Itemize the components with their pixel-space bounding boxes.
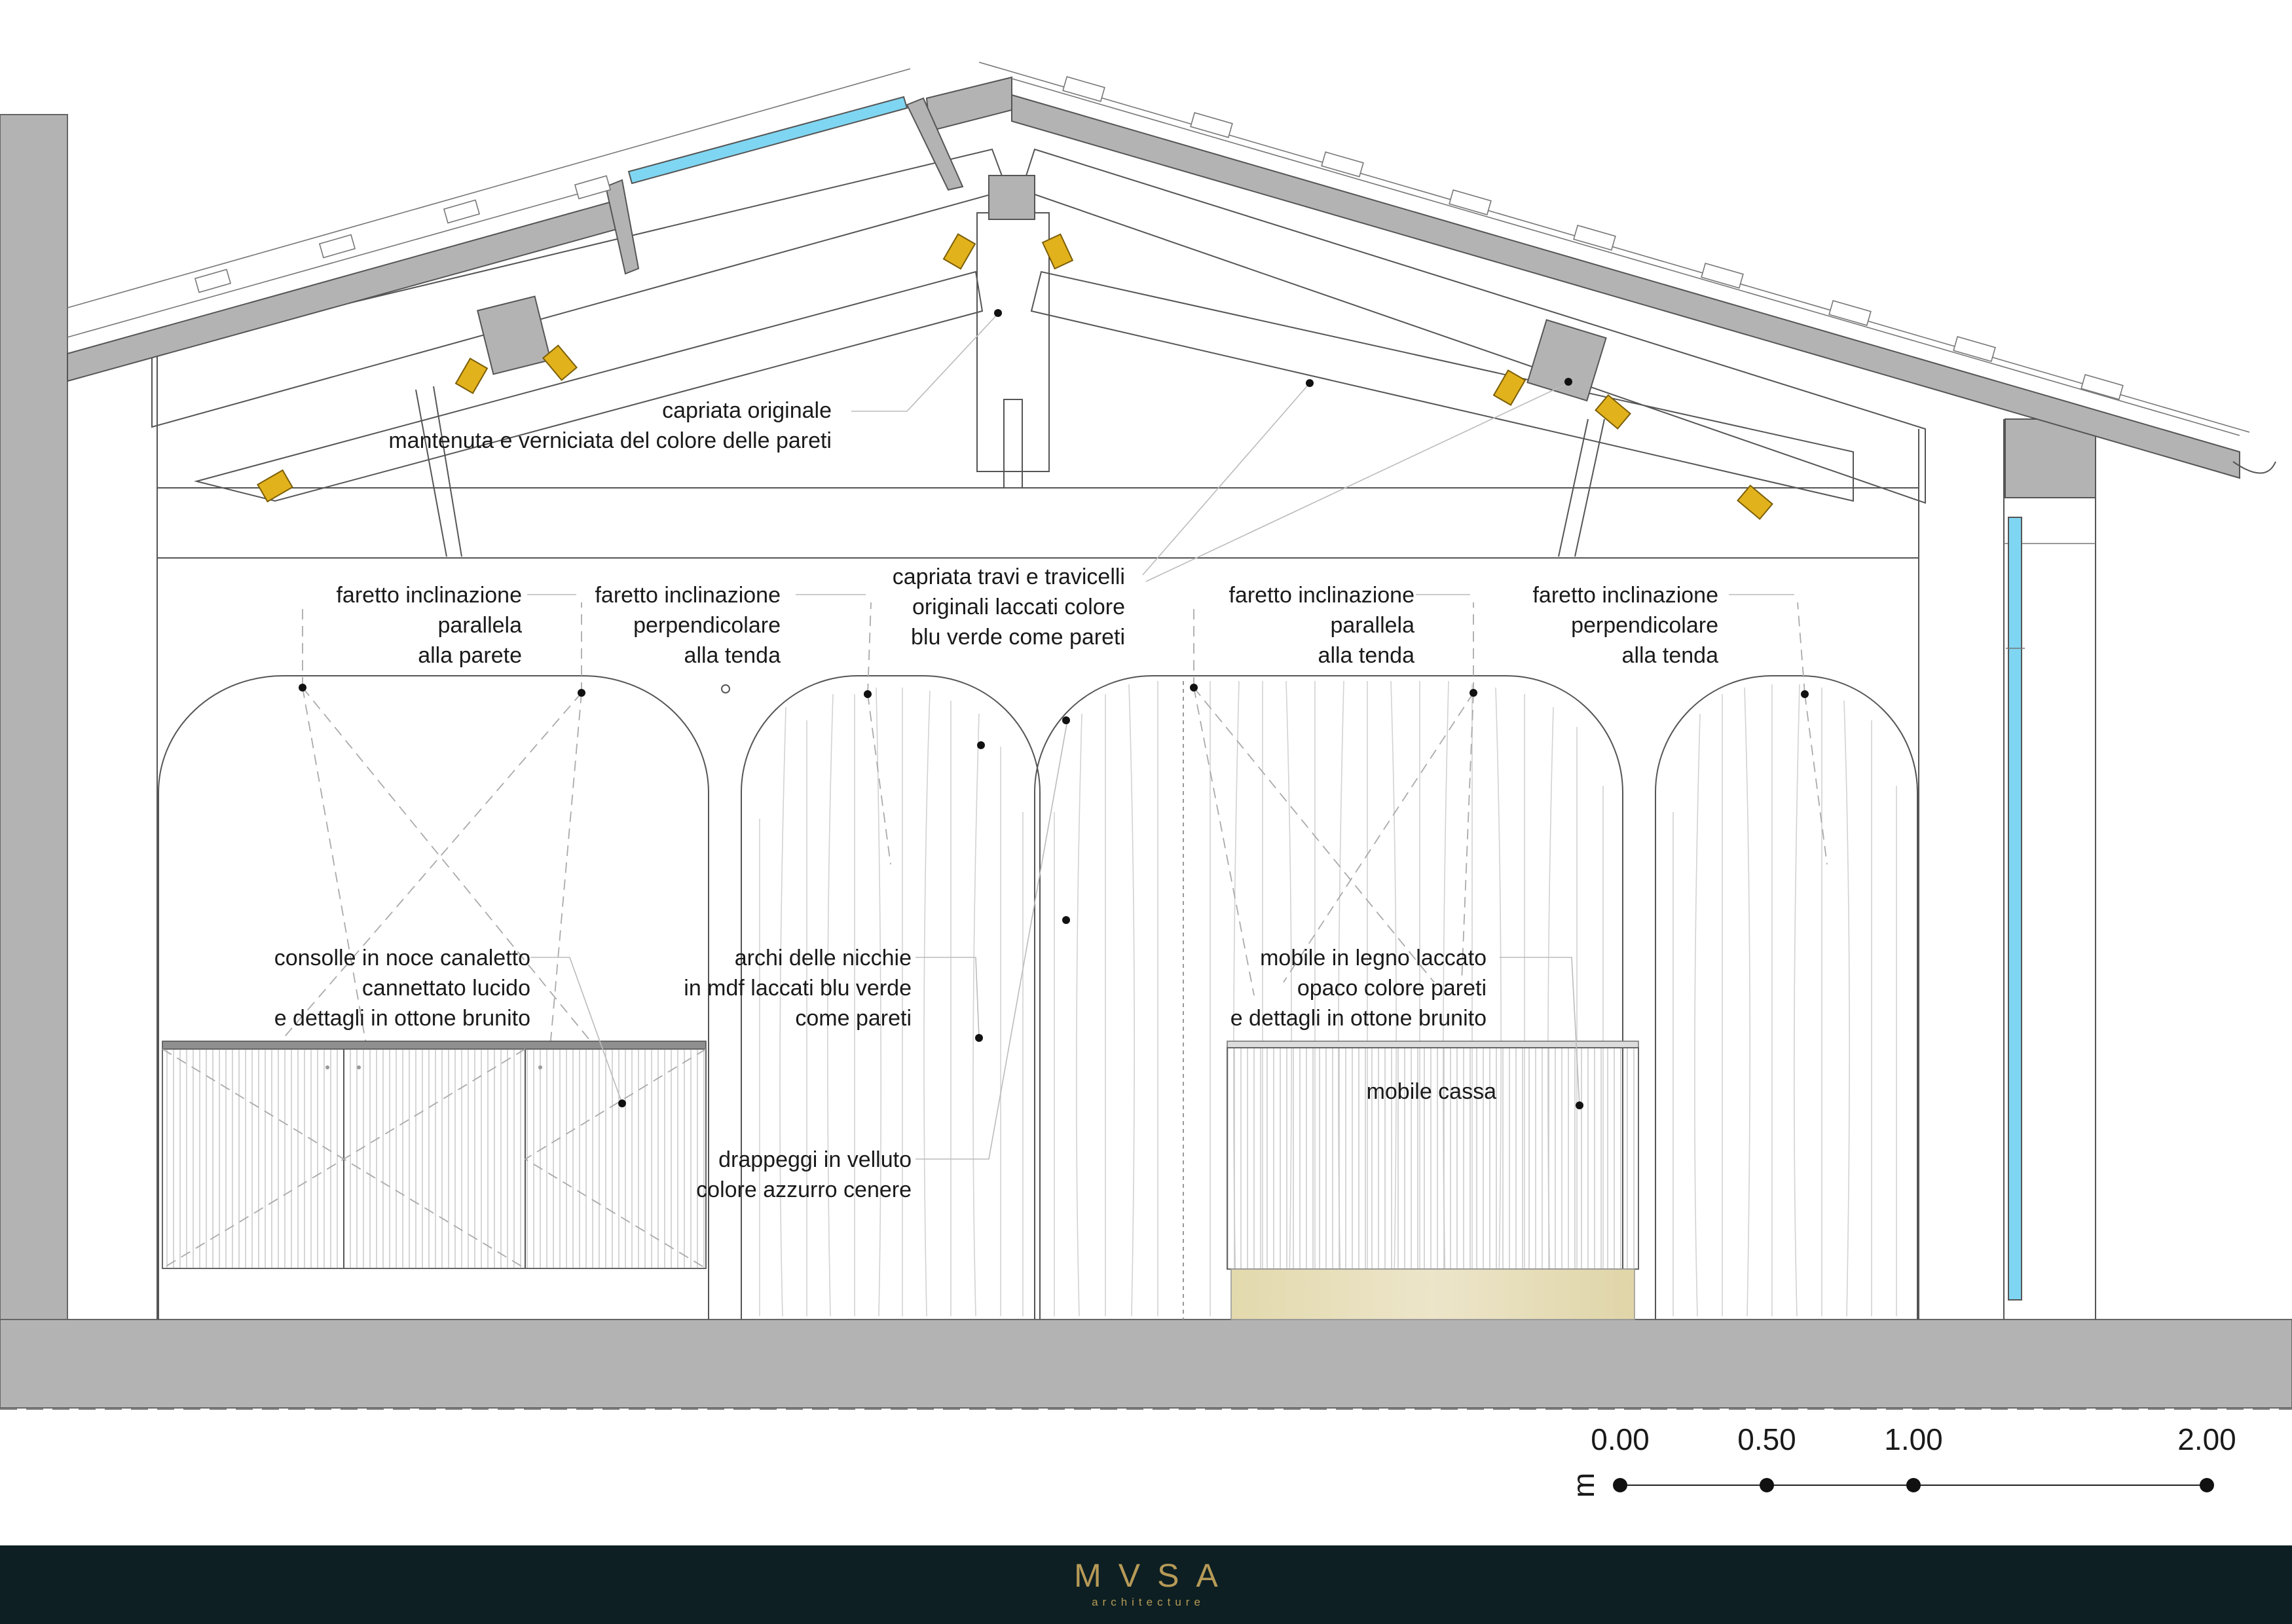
side-window-glass xyxy=(2008,517,2022,1301)
label-mobile-legno: e dettagli in ottone brunito xyxy=(1230,1006,1487,1031)
scale-tick-label: 2.00 xyxy=(2177,1422,2236,1456)
scale-tick-label: 1.00 xyxy=(1884,1422,1943,1456)
room-outline xyxy=(157,357,2096,1320)
brass-plinth xyxy=(1230,1268,1635,1320)
section-drawing: capriata originale mantenuta e verniciat… xyxy=(0,62,2292,1498)
spotlight-icon xyxy=(454,358,489,394)
label-faretto-2: perpendicolare xyxy=(633,613,781,638)
label-drappeggi: colore azzurro cenere xyxy=(696,1177,912,1202)
spotlights xyxy=(257,233,1773,521)
truss xyxy=(151,148,2096,557)
label-consolle: consolle in noce canaletto xyxy=(274,946,530,970)
scale-tick-dot xyxy=(1760,1478,1774,1492)
scale-tick-label: 0.00 xyxy=(1591,1422,1650,1456)
roof xyxy=(67,62,2276,479)
spotlight-icon xyxy=(1737,484,1773,521)
scale-tick-dot xyxy=(2200,1478,2214,1492)
label-capriata-travi: blu verde come pareti xyxy=(911,625,1125,650)
leader-dots xyxy=(299,309,1809,1109)
label-faretto-3: alla tenda xyxy=(1318,643,1415,668)
cash-desk xyxy=(1227,1041,1639,1320)
label-faretto-4: perpendicolare xyxy=(1571,613,1718,638)
logo: MVSA architecture xyxy=(0,1556,2292,1610)
consolle-cabinet xyxy=(162,1041,707,1269)
scale-bar: 0.00 0.50 1.00 2.00 m xyxy=(1566,1422,2236,1498)
label-capriata-travi: capriata travi e travicelli xyxy=(893,564,1125,589)
logo-subtitle: architecture xyxy=(1092,1596,1205,1608)
label-archi: come pareti xyxy=(795,1006,912,1031)
niche-arches xyxy=(158,675,1918,1320)
spotlight-icon xyxy=(942,233,976,270)
scale-tick-label: 0.50 xyxy=(1737,1422,1796,1456)
scale-tick-dot xyxy=(1613,1478,1627,1492)
footer-bar: MVSA architecture xyxy=(0,1545,2292,1624)
label-capriata-originale: mantenuta e verniciata del colore delle … xyxy=(388,428,832,453)
label-mobile-legno: mobile in legno laccato xyxy=(1260,946,1487,970)
label-capriata-originale: capriata originale xyxy=(662,398,832,423)
left-wall xyxy=(0,114,68,1320)
label-consolle: cannettato lucido xyxy=(362,976,530,1001)
label-mobile-cassa: mobile cassa xyxy=(1367,1079,1497,1104)
label-faretto-2: faretto inclinazione xyxy=(595,583,781,608)
label-faretto-4: faretto inclinazione xyxy=(1532,583,1718,608)
logo-mark: MVSA xyxy=(1074,1557,1235,1594)
label-faretto-1: alla parete xyxy=(418,643,522,668)
label-faretto-4: alla tenda xyxy=(1622,643,1719,668)
annotations: capriata originale mantenuta e verniciat… xyxy=(274,398,1718,1202)
leader-lines xyxy=(527,312,1794,1160)
scale-tick-dot xyxy=(1906,1478,1921,1492)
spotlight-icon xyxy=(1041,233,1074,270)
spotlight-icon xyxy=(1492,369,1526,406)
label-faretto-2: alla tenda xyxy=(684,643,781,668)
king-post-cap xyxy=(988,175,1035,220)
label-mobile-legno: opaco colore pareti xyxy=(1297,976,1487,1001)
label-faretto-1: parallela xyxy=(437,613,522,638)
gutter xyxy=(2232,461,2276,474)
skylight-glass xyxy=(627,96,908,185)
label-consolle: e dettagli in ottone brunito xyxy=(274,1006,530,1031)
label-archi: in mdf laccati blu verde xyxy=(684,976,912,1001)
label-faretto-1: faretto inclinazione xyxy=(336,583,522,608)
velvet-drapes xyxy=(759,680,1897,1317)
scale-unit: m xyxy=(1566,1473,1600,1498)
light-beams xyxy=(274,602,1828,1048)
label-faretto-3: faretto inclinazione xyxy=(1229,583,1414,608)
label-archi: archi delle nicchie xyxy=(735,946,912,970)
spotlight-icon xyxy=(257,469,293,503)
label-drappeggi: drappeggi in velluto xyxy=(718,1147,912,1172)
floor-slab xyxy=(0,1319,2292,1409)
label-faretto-3: parallela xyxy=(1330,613,1414,638)
spotlight-icon xyxy=(1595,394,1631,430)
label-capriata-travi: originali laccati colore xyxy=(912,595,1125,619)
spotlight-icon xyxy=(542,344,578,381)
